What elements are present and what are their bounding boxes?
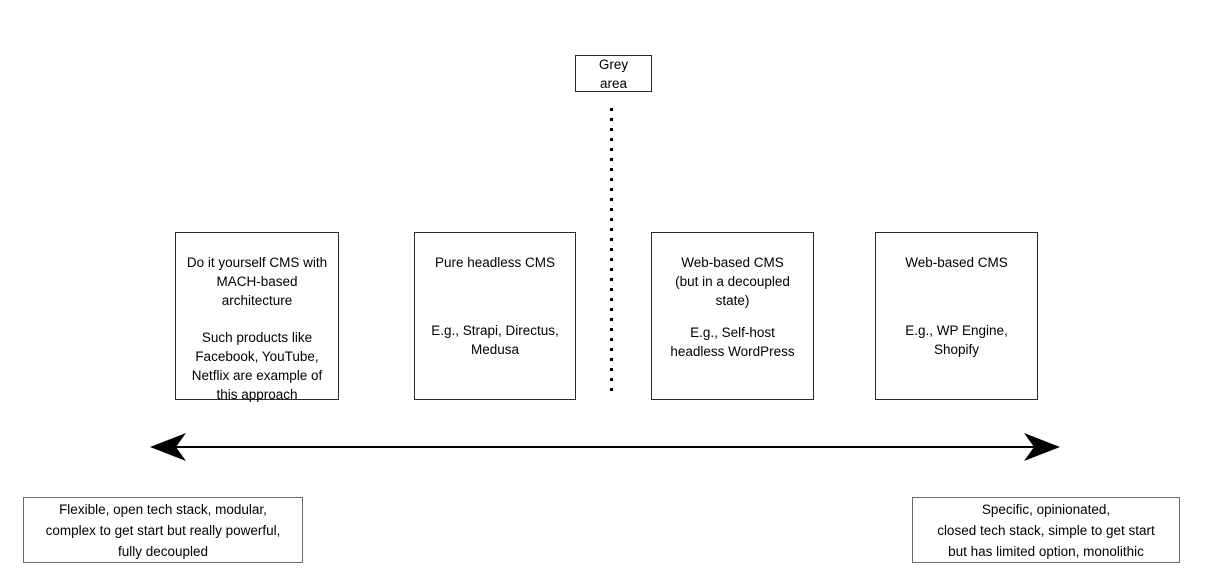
divider-dot bbox=[610, 348, 613, 351]
grey-area-divider-dotted-line bbox=[610, 108, 613, 400]
divider-dot bbox=[610, 228, 613, 231]
divider-dot bbox=[610, 378, 613, 381]
text-line: Flexible, open tech stack, modular, bbox=[59, 501, 267, 517]
text-line: complex to get start but really powerful… bbox=[45, 522, 281, 538]
text-line: MACH-based bbox=[216, 274, 298, 289]
text-line: Pure headless CMS bbox=[434, 255, 556, 270]
box-pure-headless-cms: Pure headless CMS E.g., Strapi, Directus… bbox=[414, 232, 576, 400]
box-web-based-cms-heading: Web-based CMS bbox=[884, 253, 1029, 272]
divider-dot bbox=[610, 148, 613, 151]
divider-dot bbox=[610, 308, 613, 311]
text-line: (but in a decoupled bbox=[675, 274, 790, 289]
divider-dot bbox=[610, 258, 613, 261]
divider-dot bbox=[610, 298, 613, 301]
divider-dot bbox=[610, 178, 613, 181]
text-line: architecture bbox=[221, 293, 293, 308]
divider-dot bbox=[610, 238, 613, 241]
divider-dot bbox=[610, 118, 613, 121]
box-web-based-cms-decoupled-examples: E.g., Self-host headless WordPress bbox=[660, 323, 805, 361]
box-web-based-cms-decoupled-heading: Web-based CMS (but in a decoupled state) bbox=[660, 253, 805, 310]
divider-dot bbox=[610, 288, 613, 291]
text-line: Do it yourself CMS with bbox=[186, 255, 328, 270]
box-pure-headless-cms-examples: E.g., Strapi, Directus, Medusa bbox=[423, 321, 567, 359]
box-pure-headless-cms-heading: Pure headless CMS bbox=[423, 253, 567, 272]
arrow-right-icon bbox=[1024, 433, 1060, 461]
divider-dot bbox=[610, 278, 613, 281]
box-diy-mach-cms-heading: Do it yourself CMS with MACH-based archi… bbox=[184, 253, 330, 310]
text-line: Shopify bbox=[933, 342, 980, 357]
text-line: Such products like bbox=[201, 330, 313, 345]
box-web-based-cms-examples: E.g., WP Engine, Shopify bbox=[884, 321, 1029, 359]
text-line: closed tech stack, simple to get start bbox=[937, 522, 1155, 538]
divider-dot bbox=[610, 368, 613, 371]
text-line: E.g., Self-host bbox=[690, 325, 775, 340]
text-line: Medusa bbox=[470, 342, 520, 357]
spectrum-axis bbox=[0, 424, 1205, 470]
divider-dot bbox=[610, 128, 613, 131]
caption-left: Flexible, open tech stack, modular, comp… bbox=[23, 497, 303, 563]
text-line: E.g., Strapi, Directus, bbox=[431, 323, 559, 338]
text-line: Netflix are example of bbox=[191, 368, 323, 383]
text-line: Web-based CMS bbox=[905, 255, 1008, 270]
grey-area-box: Grey area bbox=[575, 55, 652, 92]
text-line: state) bbox=[715, 293, 750, 308]
divider-dot bbox=[610, 158, 613, 161]
divider-dot bbox=[610, 108, 613, 111]
grey-area-label: Grey area bbox=[598, 56, 629, 91]
text-line: Web-based CMS bbox=[681, 255, 784, 270]
divider-dot bbox=[610, 208, 613, 211]
divider-dot bbox=[610, 198, 613, 201]
text-line: E.g., WP Engine, bbox=[905, 323, 1008, 338]
divider-dot bbox=[610, 138, 613, 141]
divider-dot bbox=[610, 388, 613, 391]
divider-dot bbox=[610, 328, 613, 331]
box-web-based-cms-decoupled: Web-based CMS (but in a decoupled state)… bbox=[651, 232, 814, 400]
divider-dot bbox=[610, 248, 613, 251]
divider-dot bbox=[610, 188, 613, 191]
divider-dot bbox=[610, 358, 613, 361]
text-line: fully decoupled bbox=[117, 543, 209, 559]
divider-dot bbox=[610, 218, 613, 221]
divider-dot bbox=[610, 168, 613, 171]
text-line: but has limited option, monolithic bbox=[948, 543, 1144, 559]
arrow-left-icon bbox=[150, 433, 186, 461]
box-diy-mach-cms: Do it yourself CMS with MACH-based archi… bbox=[175, 232, 339, 402]
text-line: headless WordPress bbox=[670, 344, 795, 359]
text-line: Specific, opinionated, bbox=[981, 501, 1111, 517]
text-line: Facebook, YouTube, bbox=[195, 349, 319, 364]
box-web-based-cms: Web-based CMS E.g., WP Engine, Shopify bbox=[875, 232, 1038, 400]
divider-dot bbox=[610, 268, 613, 271]
box-diy-mach-cms-examples: Such products like Facebook, YouTube, Ne… bbox=[184, 328, 330, 404]
divider-dot bbox=[610, 338, 613, 341]
divider-dot bbox=[610, 318, 613, 321]
text-line: this approach bbox=[216, 387, 298, 402]
caption-right: Specific, opinionated, closed tech stack… bbox=[912, 497, 1180, 563]
